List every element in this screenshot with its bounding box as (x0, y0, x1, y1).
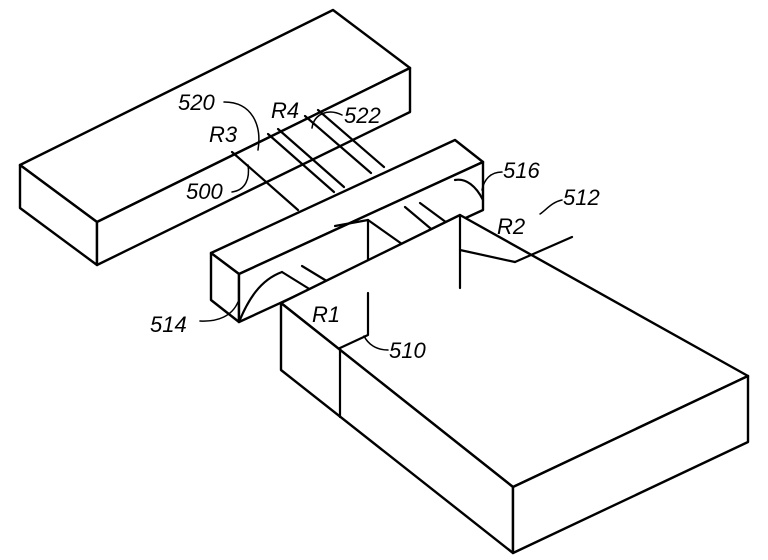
leader-lines (199, 101, 563, 351)
label-510: 510 (389, 338, 426, 363)
label-r4: R4 (271, 98, 299, 123)
label-516: 516 (503, 158, 540, 183)
label-500: 500 (186, 179, 223, 204)
cutout-514-arc (237, 270, 284, 324)
leader-522 (311, 111, 343, 129)
leader-512 (539, 199, 563, 215)
label-522: 522 (344, 103, 381, 128)
label-r2: R2 (497, 214, 525, 239)
cutout-516-arc (453, 178, 485, 202)
label-512: 512 (563, 185, 600, 210)
leader-500 (231, 164, 250, 193)
top-left-block (18, 8, 412, 267)
leader-510 (363, 335, 389, 351)
label-r1: R1 (312, 302, 340, 327)
label-520: 520 (178, 90, 215, 115)
label-514: 514 (150, 312, 187, 337)
lower-right-block (279, 213, 750, 555)
leader-520 (223, 101, 260, 151)
bridge-strips-r3-r4 (230, 108, 386, 212)
leader-514 (199, 301, 239, 322)
top-block-side-face (95, 66, 412, 267)
label-r3: R3 (209, 122, 238, 147)
leader-516 (481, 171, 503, 191)
r1-pad-outline (338, 291, 370, 350)
labels: 520 R4 522 R3 500 516 512 R2 R1 514 510 (150, 90, 600, 363)
lower-block-side-face (511, 374, 750, 555)
